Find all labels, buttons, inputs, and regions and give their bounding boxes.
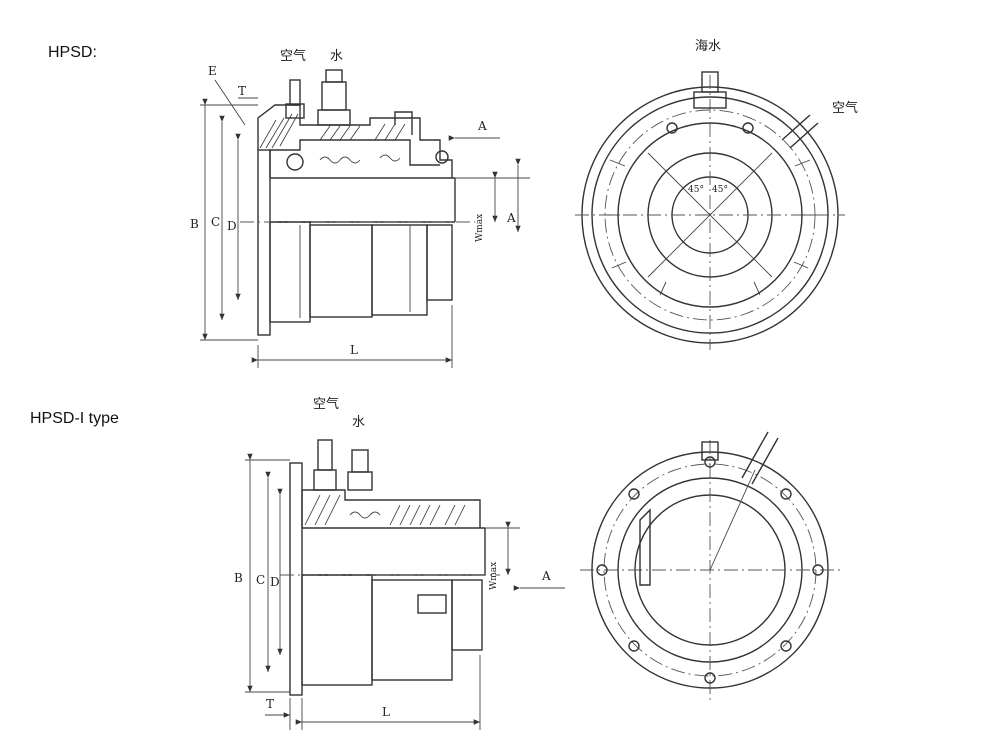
- hpsd-i-type-heading: HPSD-I type: [30, 410, 119, 427]
- hpsd-front-view: [575, 71, 845, 350]
- hpsd-section-view: [240, 69, 475, 336]
- water-label-i: 水: [352, 415, 365, 430]
- dim-t-label: T: [238, 84, 246, 98]
- air-label-i: 空气: [313, 396, 339, 412]
- dim-l-label-i: L: [382, 705, 390, 719]
- air-label: 空气: [280, 48, 306, 64]
- view-a-arrow-label: A: [477, 119, 487, 133]
- water-label: 水: [330, 49, 343, 64]
- dim-c-label-i: C: [256, 573, 265, 587]
- dim-c-label: C: [211, 215, 220, 229]
- seawater-label: 海水: [695, 39, 721, 54]
- angle-label-right: 45°: [712, 185, 728, 195]
- angle-label-left: 45°: [688, 185, 704, 195]
- view-a-arrow-label-i: A: [541, 569, 551, 583]
- dim-e-label: E: [208, 64, 217, 78]
- dim-b-label: B: [190, 217, 199, 231]
- dim-d-label-i: D: [270, 575, 280, 589]
- hpsd-i-front-view: [580, 431, 840, 700]
- dim-l-label: L: [350, 343, 358, 357]
- dim-t-label-i: T: [266, 697, 274, 711]
- dim-b-label-i: B: [234, 571, 243, 585]
- hpsd-i-dimensions: [245, 453, 565, 730]
- wmax-label: Wmax: [475, 214, 485, 242]
- hpsd-i-section-view: [280, 439, 500, 696]
- hpsd-heading: HPSD:: [48, 44, 97, 61]
- dim-a-label: A: [506, 211, 516, 225]
- air-label-front: 空气: [832, 100, 858, 116]
- dim-d-label: D: [227, 219, 237, 233]
- wmax-label-i: Wmax: [489, 562, 499, 590]
- hpsd-dimensions: [200, 79, 530, 368]
